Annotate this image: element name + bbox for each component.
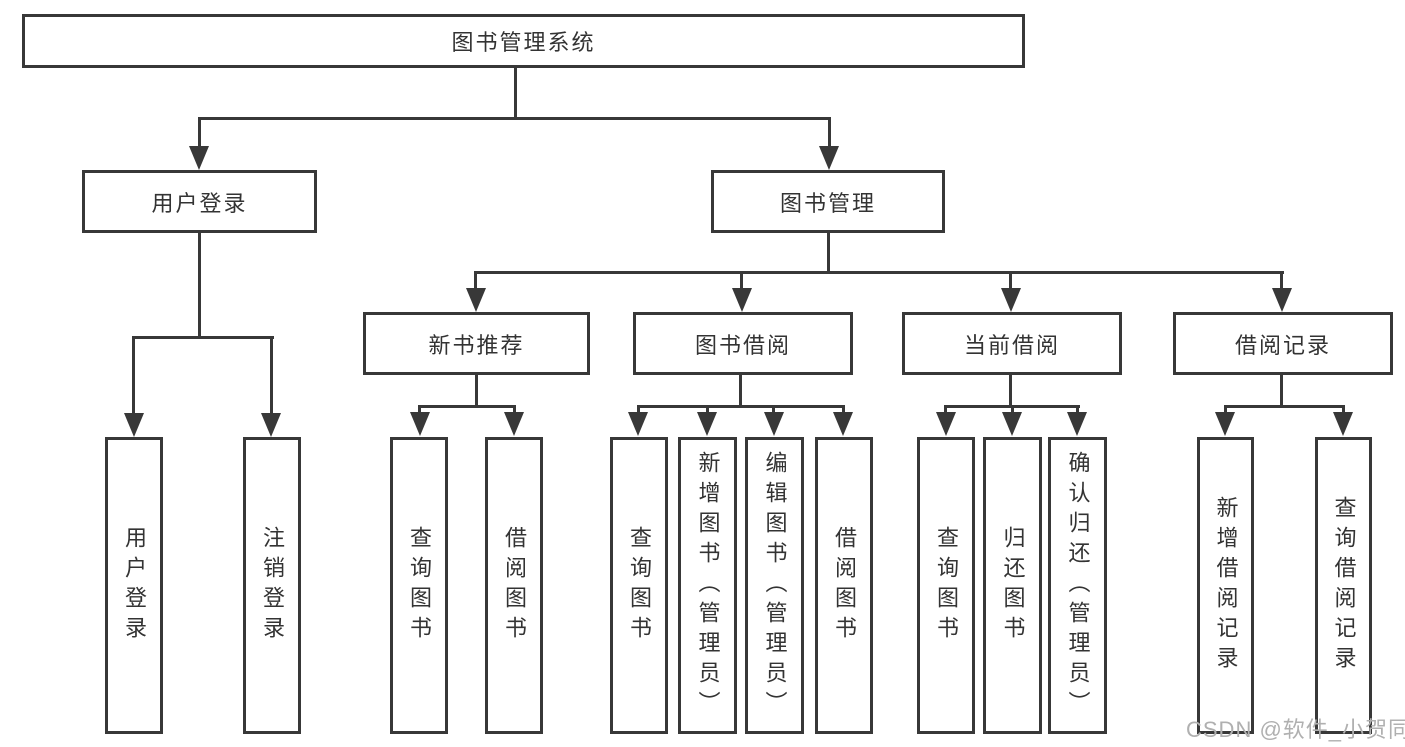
arrow-down-icon — [189, 146, 209, 170]
connector-hline — [198, 117, 831, 120]
connector-vline — [1342, 408, 1345, 414]
connector-vline — [270, 339, 273, 414]
leaf-borrow-books: 借阅图书 — [815, 437, 873, 734]
connector-hline — [132, 336, 274, 339]
connector-vline — [1011, 408, 1014, 414]
arrow-down-icon — [936, 412, 956, 436]
node-label: 借阅图书 — [832, 525, 857, 646]
arrow-down-icon — [1272, 288, 1292, 312]
node-label: 图书借阅 — [694, 332, 791, 358]
leaf-confirm-return-admin: 确认归还（管理员） — [1048, 437, 1107, 734]
node-borrow-records: 借阅记录 — [1173, 312, 1393, 375]
node-label: 查询图书 — [934, 525, 959, 646]
node-book-borrow: 图书借阅 — [633, 312, 853, 375]
arrow-down-icon — [410, 412, 430, 436]
watermark-text: CSDN @软件_小贺同学 — [1186, 717, 1405, 742]
arrow-down-icon — [1067, 412, 1087, 436]
connector-hline — [944, 405, 1080, 408]
node-label: 借阅记录 — [1234, 332, 1331, 358]
node-label: 用户登录 — [151, 190, 248, 216]
connector-vline — [739, 375, 742, 405]
node-label: 注销登录 — [260, 525, 285, 646]
arrow-down-icon — [1215, 412, 1235, 436]
node-label: 图书管理 — [779, 190, 876, 216]
leaf-query-books-recommend: 查询图书 — [390, 437, 448, 734]
connector-vline — [1076, 408, 1079, 414]
node-root: 图书管理系统 — [22, 14, 1025, 68]
connector-hline — [1224, 405, 1345, 408]
connector-vline — [198, 120, 201, 147]
connector-vline — [418, 408, 421, 414]
arrow-down-icon — [1002, 412, 1022, 436]
connector-vline — [827, 233, 830, 274]
node-user-login: 用户登录 — [82, 170, 317, 233]
arrow-down-icon — [833, 412, 853, 436]
arrow-down-icon — [504, 412, 524, 436]
connector-vline — [1224, 408, 1227, 414]
node-label: 图书管理系统 — [451, 30, 596, 55]
arrow-down-icon — [466, 288, 486, 312]
node-current-borrow: 当前借阅 — [902, 312, 1122, 375]
node-new-book-recommend: 新书推荐 — [363, 312, 590, 375]
arrow-down-icon — [697, 412, 717, 436]
node-label: 借阅图书 — [502, 525, 527, 646]
connector-hline — [637, 405, 845, 408]
node-label: 新增借阅记录 — [1213, 495, 1239, 676]
node-label: 新书推荐 — [428, 332, 525, 358]
node-label: 新增图书（管理员） — [695, 450, 721, 721]
arrow-down-icon — [732, 288, 752, 312]
node-label: 查询图书 — [627, 525, 652, 646]
connector-vline — [132, 339, 135, 414]
node-book-management: 图书管理 — [711, 170, 945, 233]
leaf-edit-book-admin: 编辑图书（管理员） — [745, 437, 804, 734]
node-label: 用户登录 — [122, 525, 147, 646]
connector-vline — [772, 408, 775, 414]
arrow-down-icon — [819, 146, 839, 170]
node-label: 查询图书 — [407, 525, 432, 646]
connector-hline — [418, 405, 516, 408]
connector-vline — [198, 233, 201, 336]
leaf-query-current: 查询图书 — [917, 437, 975, 734]
arrow-down-icon — [124, 413, 144, 437]
leaf-user-login: 用户登录 — [105, 437, 163, 734]
leaf-add-borrow-record: 新增借阅记录 — [1197, 437, 1254, 734]
connector-vline — [740, 274, 743, 289]
arrow-down-icon — [764, 412, 784, 436]
node-label: 归还图书 — [1000, 525, 1026, 646]
connector-vline — [944, 408, 947, 414]
arrow-down-icon — [1333, 412, 1353, 436]
leaf-return-books: 归还图书 — [983, 437, 1042, 734]
connector-vline — [1280, 274, 1283, 289]
node-label: 查询借阅记录 — [1331, 495, 1357, 676]
leaf-borrow-books-recommend: 借阅图书 — [485, 437, 543, 734]
connector-vline — [475, 375, 478, 405]
connector-hline — [474, 271, 1284, 274]
connector-vline — [828, 120, 831, 147]
connector-vline — [514, 68, 517, 117]
arrow-down-icon — [261, 413, 281, 437]
leaf-query-borrow-record: 查询借阅记录 — [1315, 437, 1372, 734]
node-label: 编辑图书（管理员） — [762, 450, 788, 721]
connector-vline — [1009, 375, 1012, 405]
connector-vline — [842, 408, 845, 414]
leaf-logout: 注销登录 — [243, 437, 301, 734]
connector-vline — [706, 408, 709, 414]
connector-vline — [1280, 375, 1283, 405]
arrow-down-icon — [1001, 288, 1021, 312]
connector-vline — [637, 408, 640, 414]
node-label: 当前借阅 — [963, 332, 1060, 358]
leaf-add-book-admin: 新增图书（管理员） — [678, 437, 737, 734]
node-label: 确认归还（管理员） — [1065, 450, 1091, 721]
connector-vline — [513, 408, 516, 414]
connector-vline — [474, 274, 477, 289]
arrow-down-icon — [628, 412, 648, 436]
connector-vline — [1009, 274, 1012, 289]
leaf-query-books: 查询图书 — [610, 437, 668, 734]
